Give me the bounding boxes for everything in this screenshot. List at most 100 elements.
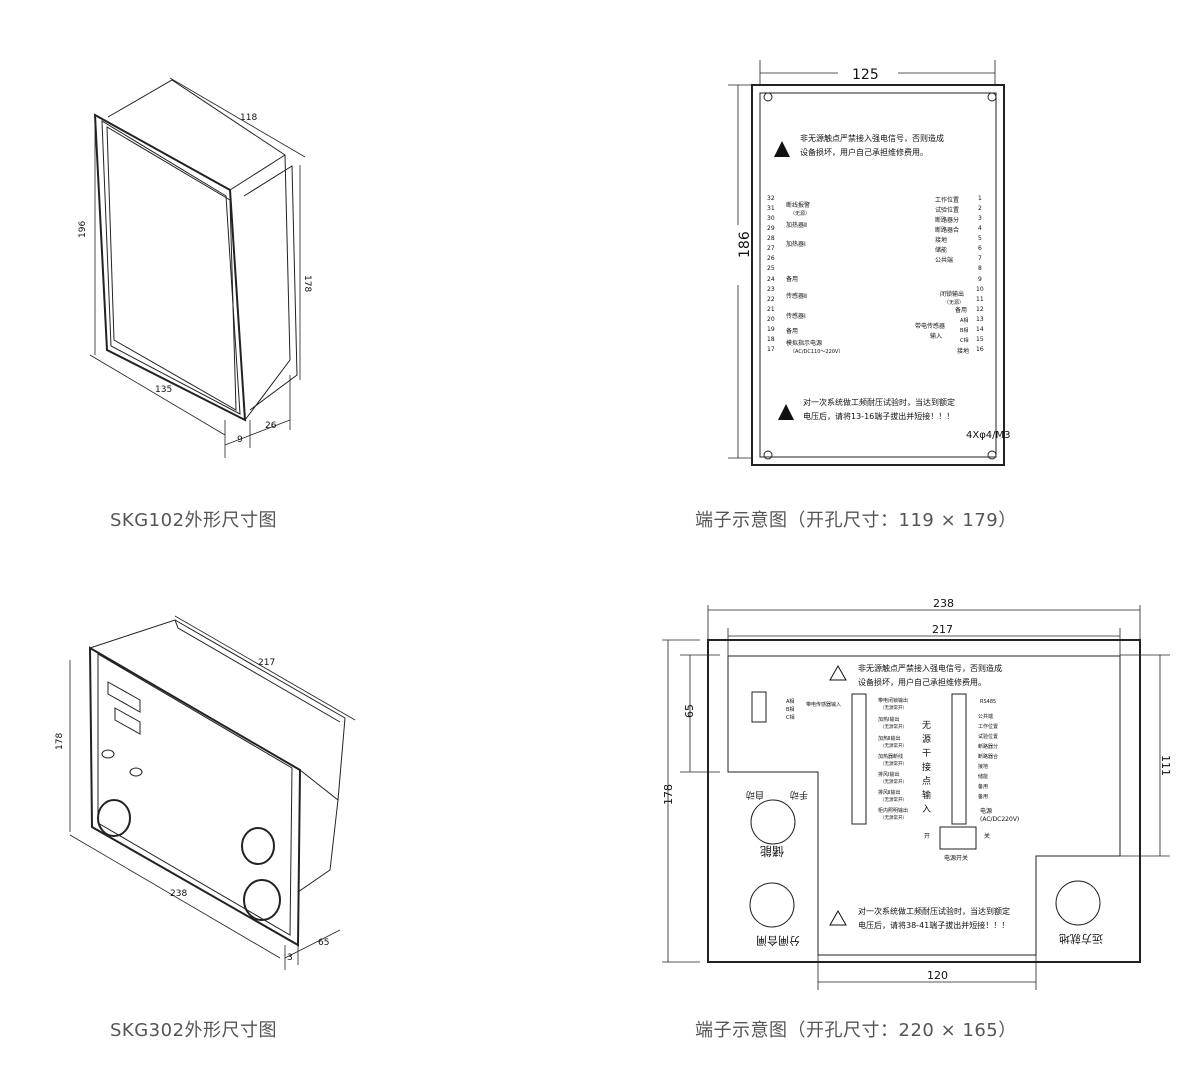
t2-knob-remote-local-label: 远方就地: [1059, 932, 1103, 946]
t1-right-num: 12: [976, 306, 984, 313]
t1-warning-icon-top: [774, 141, 790, 157]
skg102-svg: 118 196 178 135 9 26: [78, 77, 312, 458]
t1-width: 125: [852, 67, 879, 83]
caption-skg302: SKG302外形尺寸图: [110, 1020, 278, 1041]
t1-left-num: 26: [767, 255, 775, 262]
dim-302-bottom: 238: [170, 889, 187, 899]
t2-open: 开: [924, 833, 930, 840]
t1-left-num: 27: [767, 245, 775, 252]
terminal2-drawing: 238 217 178 65 111 120 非无源触点严禁接入强电信号，否则造…: [0, 540, 1200, 1080]
skg302-knob-1: [97, 799, 131, 837]
t2-passive-char: 接: [922, 761, 931, 773]
terminal1-drawing: 125 186 非无源触点严禁接入强电信号，否则造成 设备损坏，用户自己承担维修…: [728, 60, 1011, 466]
t2-warning-bottom-1: 对一次系统做工频耐压试验时，当达到额定: [858, 906, 1010, 916]
t2-mid-label: （无源常开）: [880, 778, 907, 785]
t1-left-label: 模拟指示电源: [786, 339, 822, 347]
t2-knob-manual: 手动: [790, 789, 808, 801]
t2-window: [727, 655, 1121, 956]
caption-terminal1: 端子示意图（开孔尺寸：119 × 179）: [695, 510, 1017, 531]
t1-left-num: 28: [767, 235, 775, 242]
t1-right-label: 接地: [957, 347, 969, 355]
t1-right-num: 14: [976, 326, 984, 333]
t2-right-label: 储能: [978, 773, 988, 780]
dim-302-height: 178: [55, 733, 65, 750]
t2-right-label: 断路器合: [978, 753, 998, 760]
t1-right-label: 公共端: [935, 256, 953, 264]
t2-right-label: 断路器分: [978, 743, 998, 750]
t1-left-num: 18: [767, 336, 775, 343]
t1-left-label: 备用: [786, 327, 798, 335]
t1-left-num: 21: [767, 306, 775, 313]
t2-knob-open-close: [749, 882, 795, 928]
dim-302-d2: 65: [318, 938, 329, 948]
t1-right-num: 1: [978, 195, 982, 202]
t1-left-num: 23: [767, 286, 775, 293]
t2-sensor-input: 带电传感器输入: [806, 701, 841, 708]
t1-left-label: （无源）: [790, 210, 810, 217]
terminal2-svg: 238 217 178 65 111 120 非无源触点严禁接入强电信号，否则造…: [662, 597, 1172, 990]
dim-d1: 9: [237, 435, 243, 445]
t2-mid-label: （无源常开）: [880, 742, 907, 749]
t1-left-num: 30: [767, 215, 775, 222]
t2-phase: B相: [786, 706, 794, 713]
t2-passive-char: 干: [922, 748, 931, 759]
t1-left-label: 备用: [786, 275, 798, 283]
t2-power-switch: [939, 826, 977, 850]
t2-h-left: 178: [662, 784, 675, 805]
t2-passive-char: 输: [922, 789, 931, 801]
t1-warning-top-1: 非无源触点严禁接入强电信号，否则造成: [800, 133, 944, 143]
t2-mid-label: （无源常开）: [880, 704, 907, 711]
t1-right-num: 9: [978, 276, 982, 283]
t2-passive-char: 无: [922, 720, 931, 731]
skg302-drawing: 217 178 238 3 65: [0, 540, 600, 1080]
t1-mount: 4Xφ4/M3: [966, 430, 1011, 441]
t2-right-label: 备用: [978, 793, 988, 800]
t1-right-label: C相: [960, 337, 969, 344]
t2-knob-store: 储能: [760, 844, 784, 859]
t1-plate: [751, 84, 1005, 466]
t1-right-terminals: 1 2 3 4 5 6 7 8 9 10 11 12 13 14 15 16 工…: [915, 195, 984, 355]
t1-left-num: 29: [767, 225, 775, 232]
t1-warning-bottom-1: 对一次系统做工频耐压试验时，当达到额定: [803, 397, 955, 407]
t2-mid-label: （无源常开）: [880, 814, 907, 821]
t1-left-num: 32: [767, 195, 775, 202]
dim-depth: 118: [240, 113, 257, 123]
t2-h-right: 111: [1159, 755, 1172, 776]
t2-power-label: 电源: [980, 807, 992, 815]
t1-left-terminals: 32 31 30 29 28 27 26 25 24 23 22 21 20 1…: [767, 195, 843, 355]
t1-right-num: 5: [978, 235, 982, 242]
t2-right-labels: 公共端 工作位置 试验位置 断路器分 断路器合 接地 储能 备用 备用: [978, 713, 998, 800]
t2-knob-auto-manual: [750, 799, 796, 845]
skg102-drawing: 118 196 178 135 9 26: [0, 0, 600, 540]
t2-w-inner: 217: [932, 623, 953, 636]
t1-right-num: 3: [978, 215, 982, 222]
t2-power-spec: (AC/DC220V): [980, 816, 1019, 823]
t1-left-num: 31: [767, 205, 775, 212]
t1-right-label: 试验位置: [935, 206, 959, 214]
t2-w-outer: 238: [933, 597, 954, 610]
t2-right-label: 备用: [978, 783, 988, 790]
dim-302-d1: 3: [287, 953, 293, 963]
t2-passive-char: 点: [922, 776, 931, 787]
t2-knob-auto: 自动: [746, 789, 764, 801]
t2-rs485: RS485: [980, 699, 996, 705]
t2-mid-label: 柜内照明输出: [878, 807, 908, 814]
t1-right-num: 13: [976, 316, 984, 323]
dim-height: 196: [78, 221, 88, 238]
t1-right-label: 工作位置: [935, 196, 959, 204]
t1-left-label: 传感器Ⅱ: [786, 292, 807, 300]
t1-right-label: 带电传感器: [915, 322, 945, 330]
caption-terminal2: 端子示意图（开孔尺寸：220 × 165）: [695, 1020, 1017, 1041]
t1-left-num: 17: [767, 346, 775, 353]
t2-w-bottom: 120: [927, 969, 948, 982]
t2-outer-plate: [707, 639, 1141, 963]
t1-left-num: 19: [767, 326, 775, 333]
t1-height: 186: [737, 231, 753, 258]
terminal1-svg: 125 186 非无源触点严禁接入强电信号，否则造成 设备损坏，用户自己承担维修…: [728, 60, 1011, 466]
t1-right-num: 11: [976, 296, 984, 303]
t2-right-label: 试验位置: [978, 733, 998, 740]
t2-mid-label: 排风Ⅱ输出: [878, 789, 900, 796]
t2-knob-open-close-label: 分闸合闸: [756, 934, 800, 948]
t1-right-label: （无源）: [944, 299, 964, 306]
t1-left-label: 加热器Ⅱ: [786, 221, 807, 229]
